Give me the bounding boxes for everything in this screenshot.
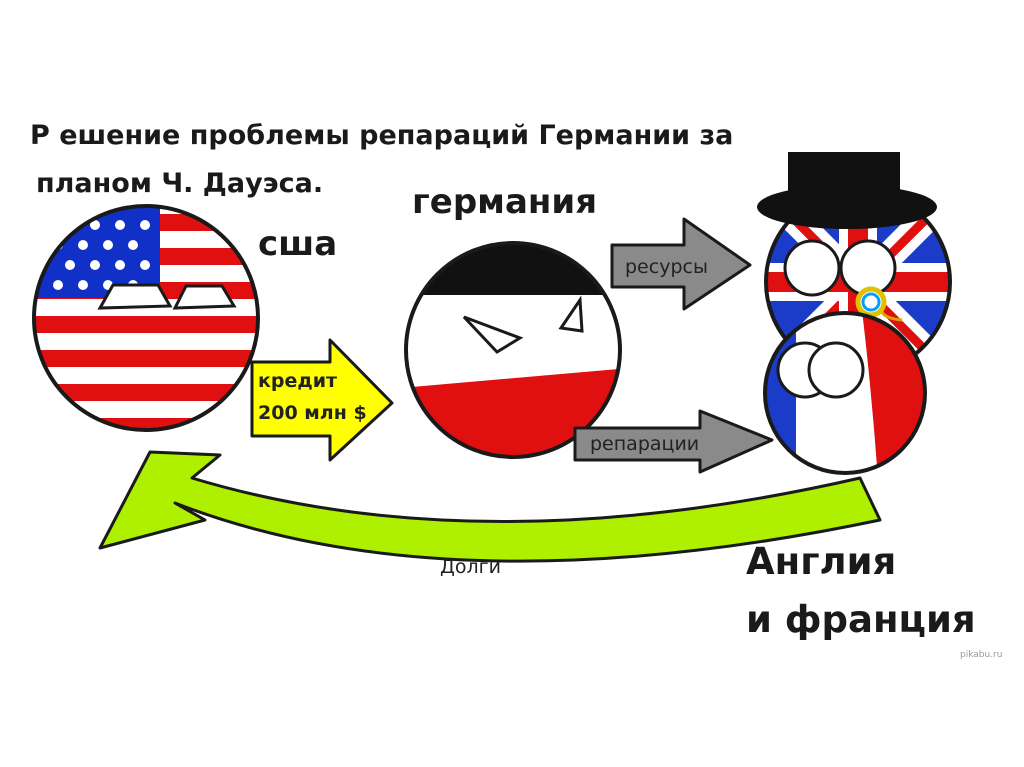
title-line-1: Р ешение проблемы репараций Германии за [30,120,734,151]
resources-arrow [610,217,752,311]
top-hat-icon [757,152,937,229]
usa-left-eye [97,283,173,310]
germany-right-eye [558,295,584,333]
credit-arrow [250,338,394,462]
watermark: pikabu.ru [960,650,1003,660]
debts-arrow-label: Долги [440,556,501,578]
credit-arrow-label-line-1: кредит [258,370,338,392]
reparations-arrow [573,409,774,474]
england-france-label-line-2: и франция [746,598,976,641]
credit-arrow-label-line-2: 200 млн $ [258,402,367,424]
resources-arrow-label: ресурсы [625,256,708,278]
germany-label: германия [412,182,598,222]
usa-right-eye [172,284,237,310]
usa-ball [32,204,260,432]
reparations-arrow-label: репарации [590,433,700,455]
england-france-label-line-1: Англия [746,540,897,583]
usa-label: сша [258,224,338,264]
germany-left-eye [462,315,524,354]
debts-arrow [98,450,882,563]
title-line-2: планом Ч. Дауэса. [36,168,324,199]
